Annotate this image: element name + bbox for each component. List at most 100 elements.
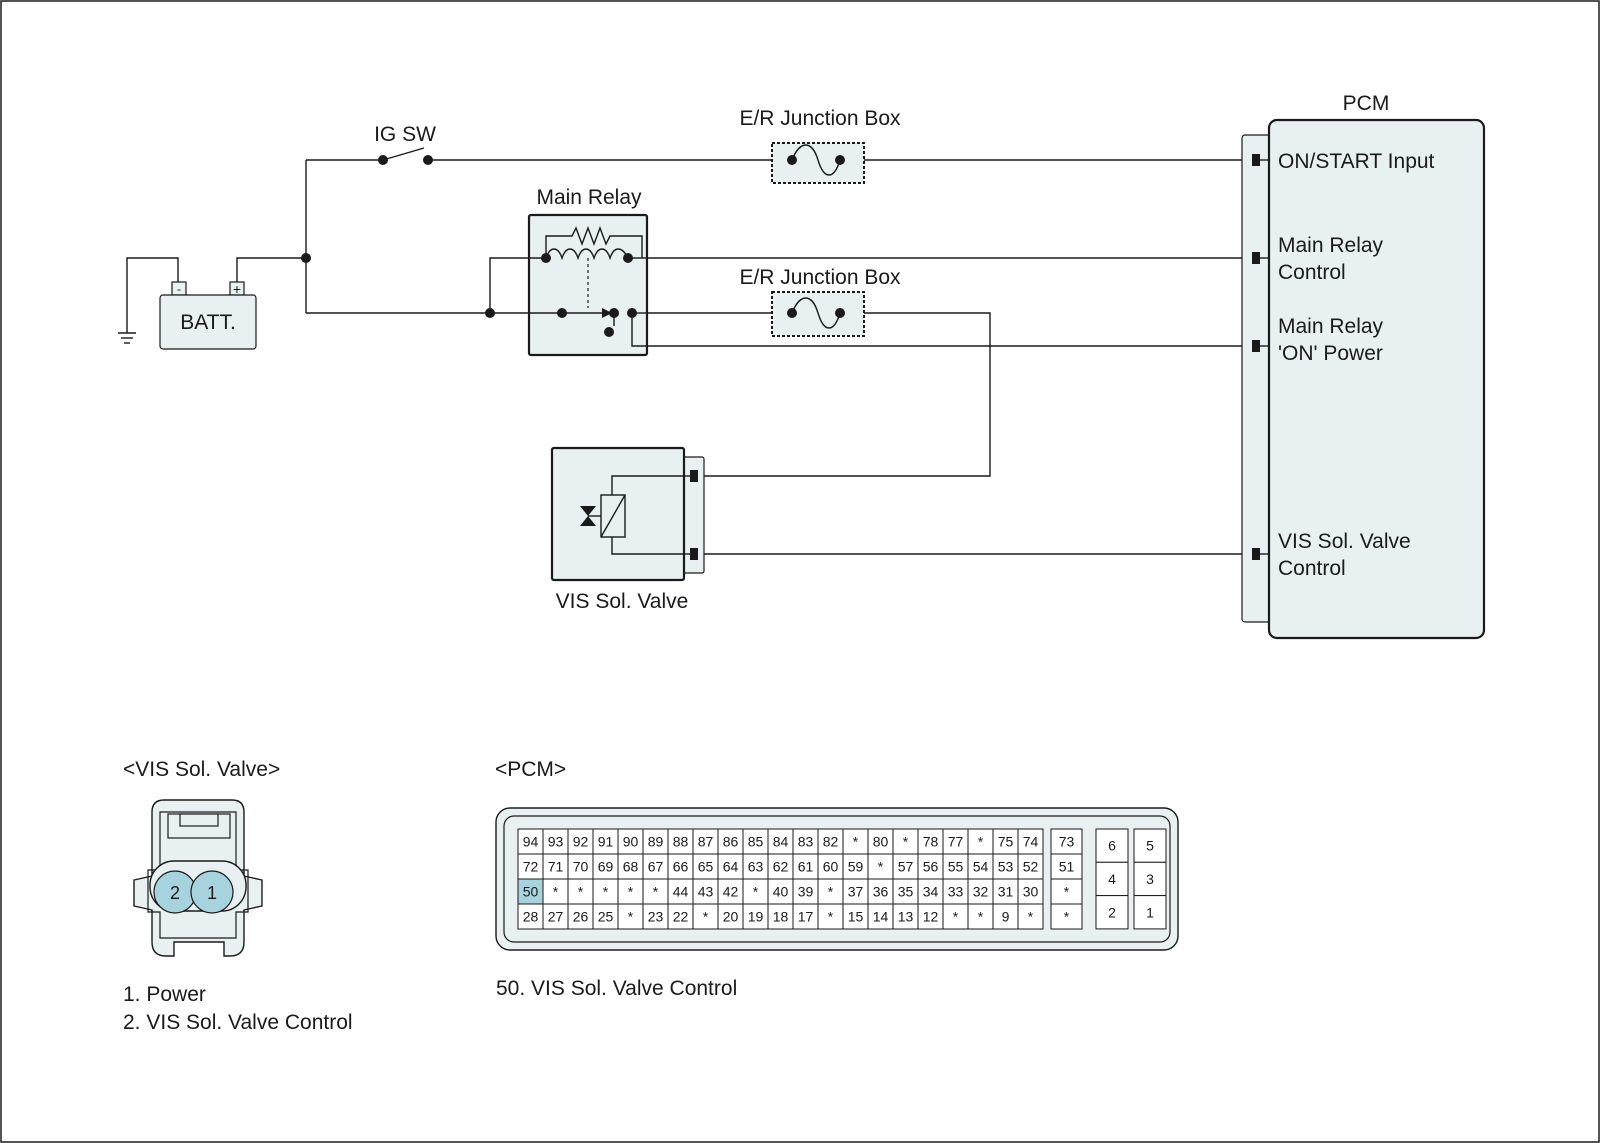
pcm-legend: 50. VIS Sol. Valve Control — [496, 977, 737, 1000]
pcm-pin-cell — [892, 853, 919, 880]
pcm-pin: * — [953, 909, 959, 925]
pcm-pin: * — [578, 884, 584, 900]
pcm-pin: 1 — [1146, 904, 1154, 920]
pcm-terminal-main-relay-on-power: Main Relay'ON' Power — [1278, 315, 1384, 365]
pcm-pin: 55 — [948, 859, 964, 875]
pcm-pin-cell — [967, 853, 994, 880]
pcm-pin: 28 — [523, 909, 539, 925]
pcm-pin: 22 — [673, 909, 689, 925]
pcm-connector-inner — [503, 815, 1171, 943]
pcm-pin-cell — [642, 828, 669, 855]
pcm-pin: 2 — [1108, 904, 1116, 920]
pcm-pin: 74 — [1023, 834, 1039, 850]
vis-pin-2-label: 2 — [170, 883, 180, 903]
battery-body — [159, 294, 257, 350]
pcm-pin: 54 — [973, 859, 989, 875]
pcm-pin: 77 — [948, 834, 964, 850]
pcm-pin: 25 — [598, 909, 614, 925]
pcm-pin: 65 — [698, 859, 714, 875]
pcm-pin-cell — [942, 903, 969, 930]
pcm-pin: * — [753, 884, 759, 900]
pcm-pin: 78 — [923, 834, 939, 850]
pcm-pin-cell — [617, 853, 644, 880]
pcm-pin-cell — [1133, 895, 1167, 930]
vis-connector-title: <VIS Sol. Valve> — [123, 758, 280, 781]
pcm-pin: * — [828, 884, 834, 900]
pcm-pin-cell — [1050, 853, 1083, 880]
pcm-pin: * — [1064, 909, 1070, 925]
main-relay-internals — [529, 226, 647, 347]
pcm-pin: 23 — [648, 909, 664, 925]
pcm-pin-cell — [1017, 878, 1044, 905]
junction-box-2 — [771, 291, 865, 337]
vis-legend-1: 1. Power — [123, 983, 206, 1006]
pcm-pin: 88 — [673, 834, 689, 850]
junction-box-1 — [771, 142, 865, 184]
pcm-pin: 20 — [723, 909, 739, 925]
pcm-pin: 5 — [1146, 838, 1154, 854]
pcm-pin: 43 — [698, 884, 714, 900]
pcm-pin: 60 — [823, 859, 839, 875]
pcm-pin: 93 — [548, 834, 564, 850]
pcm-pin-cell — [667, 878, 694, 905]
pcm-pin-cell — [792, 828, 819, 855]
pcm-pin-cell — [1050, 903, 1083, 930]
main-relay-label: Main Relay — [536, 186, 642, 209]
pcm-pin: 30 — [1023, 884, 1039, 900]
pcm-pin: 32 — [973, 884, 989, 900]
pcm-pin: 61 — [798, 859, 814, 875]
pcm-pin: 68 — [623, 859, 639, 875]
pcm-pin: * — [628, 884, 634, 900]
pcm-pin: 34 — [923, 884, 939, 900]
battery-label: BATT. — [180, 311, 236, 334]
ig-sw-label: IG SW — [374, 123, 436, 146]
ig-sw-contact-right — [423, 155, 433, 165]
pcm-pin: 17 — [798, 909, 814, 925]
pcm-pin: 64 — [723, 859, 739, 875]
pcm-pin-cell — [717, 878, 744, 905]
pcm-pin-cell — [942, 853, 969, 880]
vis-pin-1-label: 1 — [207, 883, 217, 903]
pcm-pin: 9 — [1002, 909, 1010, 925]
pcm-pin: * — [1064, 884, 1070, 900]
pcm-pin: 87 — [698, 834, 714, 850]
pcm-pin: 27 — [548, 909, 564, 925]
pcm-pin: * — [703, 909, 709, 925]
vis-connector-face: 2 1 — [133, 799, 263, 957]
pcm-pin-cell — [667, 903, 694, 930]
pcm-pin: 67 — [648, 859, 664, 875]
pcm-pin: 52 — [1023, 859, 1039, 875]
pcm-pin: 90 — [623, 834, 639, 850]
pcm-pin: 53 — [998, 859, 1014, 875]
junction-node — [301, 253, 311, 263]
pcm-pin: * — [628, 909, 634, 925]
vis-legend-2: 2. VIS Sol. Valve Control — [123, 1011, 353, 1034]
pcm-pin-vis-control — [1252, 548, 1260, 560]
pcm-pin: 85 — [748, 834, 764, 850]
pcm-pin: 94 — [523, 834, 539, 850]
pcm-pin: 3 — [1146, 871, 1154, 887]
pcm-pin-cell — [1095, 895, 1129, 930]
pcm-pin-cell — [617, 903, 644, 930]
pcm-pin-cell — [967, 903, 994, 930]
pcm-pin: 44 — [673, 884, 689, 900]
ig-sw-contact-left — [378, 155, 388, 165]
pcm-pin: * — [978, 834, 984, 850]
pcm-pin: 86 — [723, 834, 739, 850]
pcm-pin: 19 — [748, 909, 764, 925]
pcm-pin: * — [1028, 909, 1034, 925]
pcm-pin-main-relay-on-power — [1252, 340, 1260, 352]
pcm-pin-cell — [1017, 903, 1044, 930]
junction-node — [485, 308, 495, 318]
junction-box-1-label: E/R Junction Box — [739, 107, 901, 130]
pcm-pin: 62 — [773, 859, 789, 875]
pcm-pin-cell — [567, 903, 594, 930]
pcm-pin: 84 — [773, 834, 789, 850]
vis-sol-valve — [550, 446, 705, 582]
pcm-pin: * — [903, 834, 909, 850]
pcm-pin: 39 — [798, 884, 814, 900]
pcm-pin-cell — [517, 853, 544, 880]
battery: - + BATT. — [159, 281, 257, 350]
